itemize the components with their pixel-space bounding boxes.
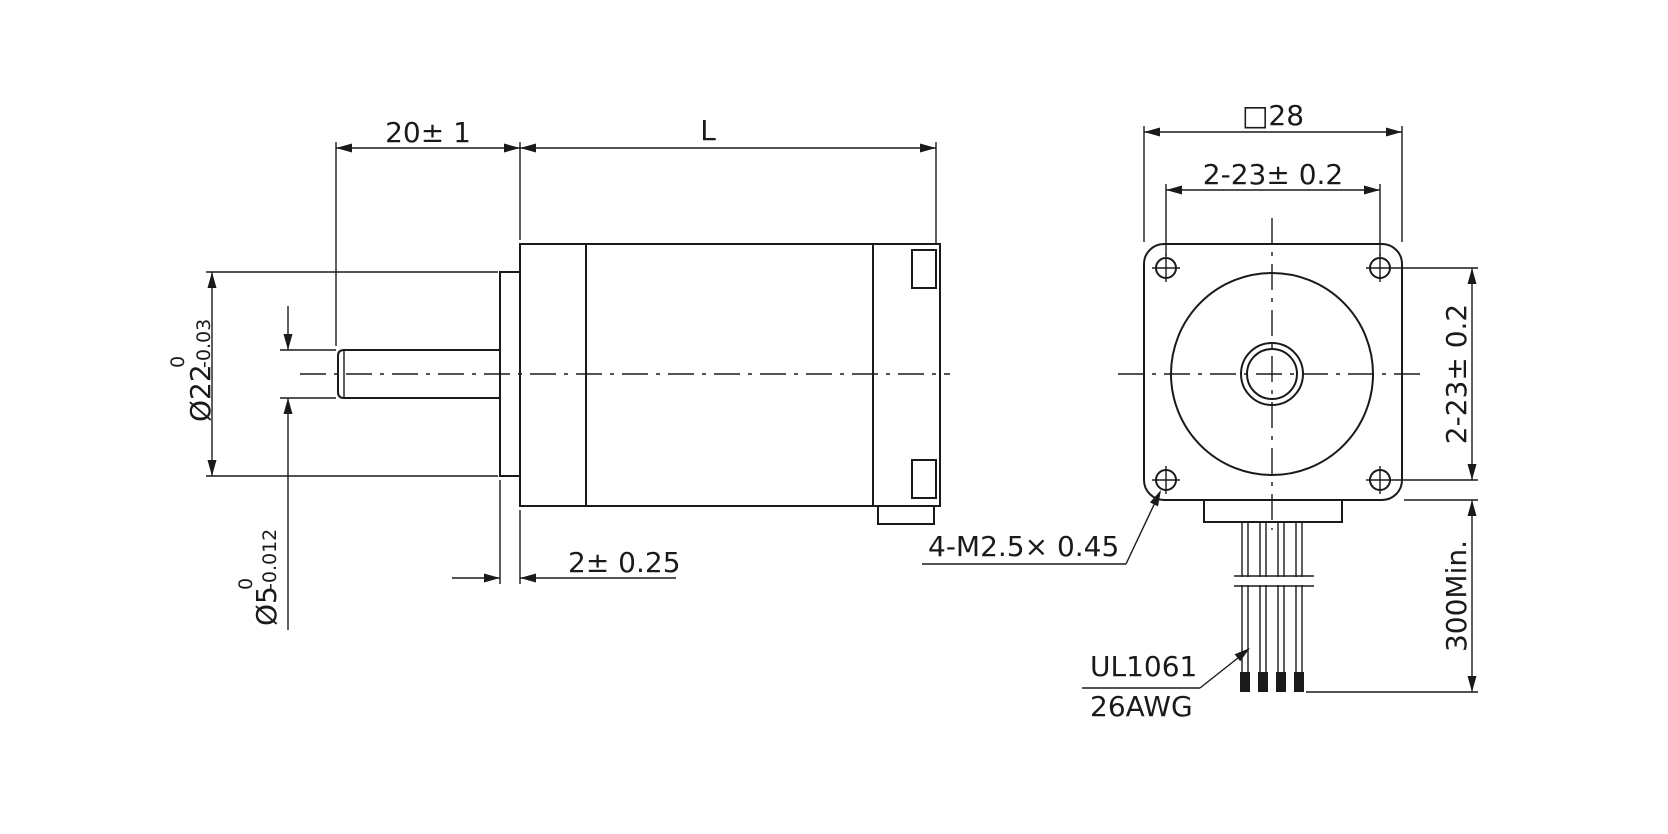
lead-length-label: 300Min. (1440, 540, 1473, 652)
arrow (1467, 676, 1477, 692)
rear-tab-bottom (911, 459, 937, 499)
hole-spacing-v-label: 2-23± 0.2 (1440, 304, 1473, 444)
arrow (1386, 127, 1402, 137)
pilot-diameter-label: Ø22 (184, 364, 217, 422)
hole-spacing-h-label: 2-23± 0.2 (1203, 158, 1343, 191)
mounting-hole (1366, 254, 1394, 282)
shaft-length-label: 20± 1 (385, 116, 471, 149)
lead-wires (1241, 522, 1303, 672)
arrow (484, 573, 500, 583)
pilot-upper-tol: 0 (167, 356, 189, 368)
arrow (1166, 185, 1182, 195)
frame-size-label: □28 (1242, 99, 1304, 132)
mounting-hole (1366, 466, 1394, 494)
flange-thickness-label: 2± 0.25 (568, 546, 681, 579)
body-length-label: L (700, 114, 716, 147)
wire-spec-label-2: 26AWG (1090, 690, 1193, 723)
wire-terminals (1240, 672, 1304, 692)
arrow (1144, 127, 1160, 137)
mounting-hole (1152, 254, 1180, 282)
arrow (207, 272, 217, 288)
motor-body-outline (519, 243, 941, 507)
arrow (207, 460, 217, 476)
shaft-upper-tol: 0 (235, 578, 257, 590)
rear-tab-top (911, 249, 937, 289)
side-view: 20± 1 L Ø22 0 -0.03 Ø5 0 -0.012 (167, 114, 950, 630)
arrow (336, 143, 352, 153)
arrow (1467, 500, 1477, 516)
shaft-lower-tol: -0.012 (259, 529, 281, 590)
arrow (283, 398, 293, 414)
wire-spec-label-1: UL1061 (1090, 650, 1197, 683)
arrow (1467, 464, 1477, 480)
pilot-diameter-callout: Ø22 0 -0.03 (167, 319, 217, 422)
pilot-lower-tol: -0.03 (193, 319, 215, 368)
arrow (283, 334, 293, 350)
shaft-diameter-label: Ø5 (250, 586, 283, 626)
shaft-diameter-callout: Ø5 0 -0.012 (235, 529, 283, 626)
arrow (1467, 268, 1477, 284)
mounting-hole (1152, 466, 1180, 494)
wire-break-gap (1234, 577, 1314, 585)
flange-square (1143, 243, 1403, 501)
front-view: □28 2-23± 0.2 2-23± 0.2 300Min. 4-M2.5× … (922, 99, 1478, 723)
lead-exit-block-front (1203, 499, 1343, 523)
arrow (520, 573, 536, 583)
thread-spec-label: 4-M2.5× 0.45 (928, 530, 1119, 563)
arrow (1364, 185, 1380, 195)
lead-exit-block (877, 505, 935, 525)
arrow (920, 143, 936, 153)
arrow (504, 143, 520, 153)
arrow (520, 143, 536, 153)
